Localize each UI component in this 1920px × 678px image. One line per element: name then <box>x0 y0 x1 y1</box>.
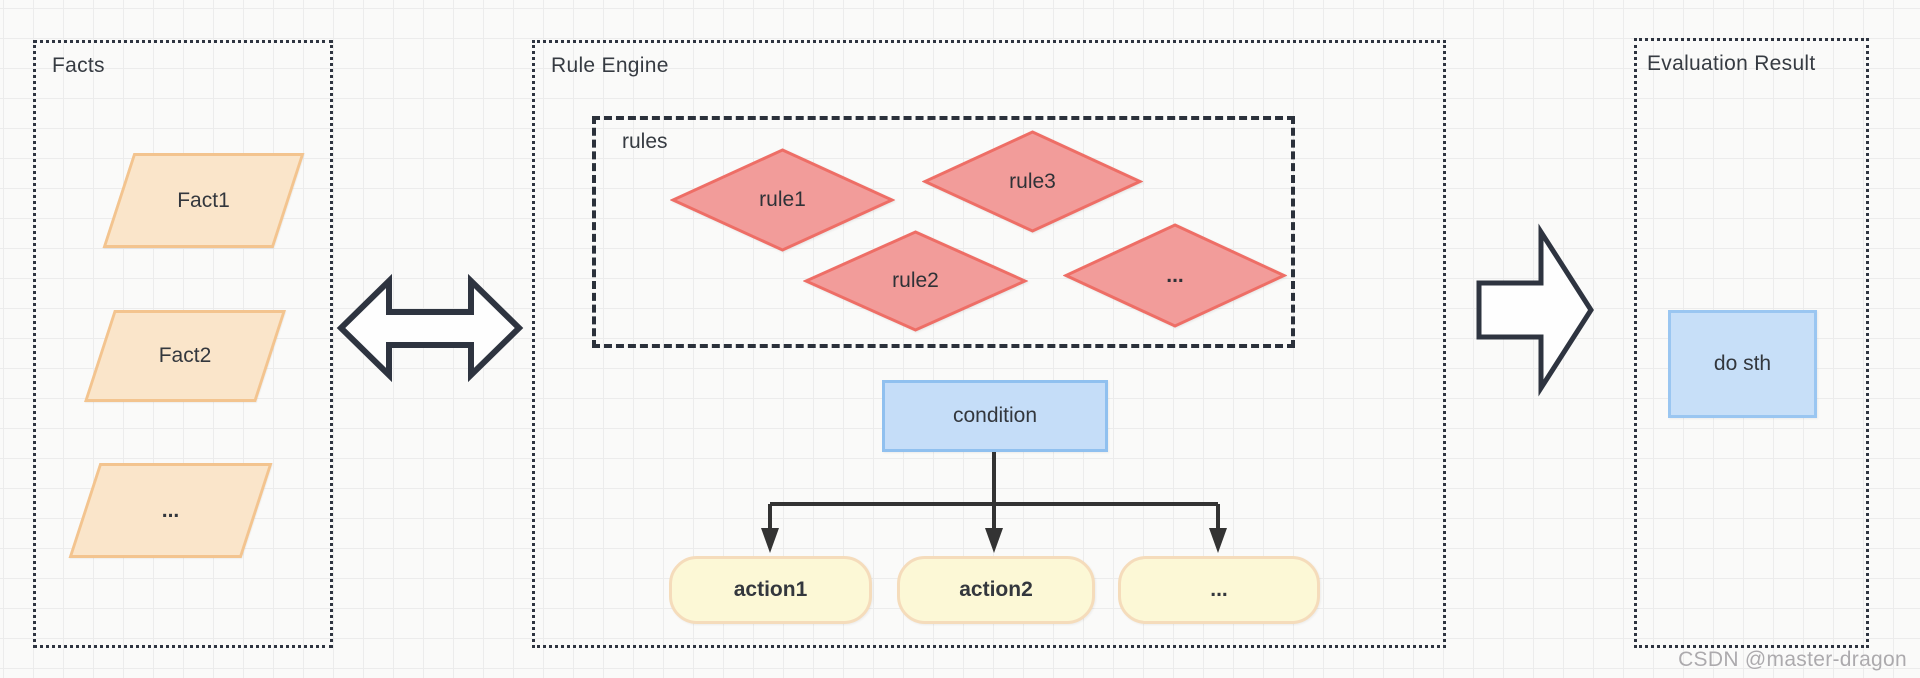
rules-group-title: rules <box>622 130 668 153</box>
action-ellipsis-label: ... <box>1210 578 1228 601</box>
action-ellipsis-pill: ... <box>1118 556 1320 624</box>
rule3-label: rule3 <box>1009 169 1056 193</box>
rule2-diamond: rule2 <box>803 230 1028 332</box>
rule-engine-panel-title: Rule Engine <box>551 54 669 77</box>
rule-ellipsis-diamond: ... <box>1063 223 1287 328</box>
fact1-label: Fact1 <box>177 188 230 212</box>
condition-label: condition <box>952 404 1038 427</box>
rules-group-box: rules <box>592 116 1295 348</box>
fact2-parallelogram: Fact2 <box>83 310 287 402</box>
watermark-text: CSDN @master-dragon <box>1678 648 1907 671</box>
rule1-diamond-shape <box>670 148 895 252</box>
action1-pill: action1 <box>669 556 872 624</box>
rule2-label: rule2 <box>892 269 939 292</box>
rule3-diamond-shape <box>922 130 1143 233</box>
facts-panel-title: Facts <box>52 54 105 77</box>
bidirectional-arrow-icon <box>336 273 524 383</box>
rule2-diamond-shape <box>803 230 1028 332</box>
facts-panel: Facts <box>33 40 333 648</box>
evaluation-result-title: Evaluation Result <box>1647 52 1816 75</box>
action2-pill: action2 <box>897 556 1095 624</box>
fact1-parallelogram: Fact1 <box>102 153 305 248</box>
action2-label: action2 <box>959 578 1033 601</box>
rule-ellipsis-diamond-shape <box>1063 223 1287 328</box>
fact-ellipsis-parallelogram: ... <box>68 463 273 558</box>
do-sth-label: do sth <box>1713 352 1772 375</box>
right-arrow-icon <box>1476 223 1594 397</box>
fact2-label: Fact2 <box>158 344 212 367</box>
do-sth-box: do sth <box>1668 310 1817 418</box>
condition-box: condition <box>882 380 1108 452</box>
rule1-label: rule1 <box>759 188 806 211</box>
fact-ellipsis-label: ... <box>161 498 180 522</box>
rule-engine-panel: Rule Engine <box>532 40 1446 648</box>
action1-label: action1 <box>733 578 808 601</box>
rule3-diamond: rule3 <box>922 130 1143 233</box>
rule1-diamond: rule1 <box>670 148 895 252</box>
rule-ellipsis-label: ... <box>1166 263 1184 287</box>
evaluation-result-panel: Evaluation Result <box>1634 38 1869 648</box>
